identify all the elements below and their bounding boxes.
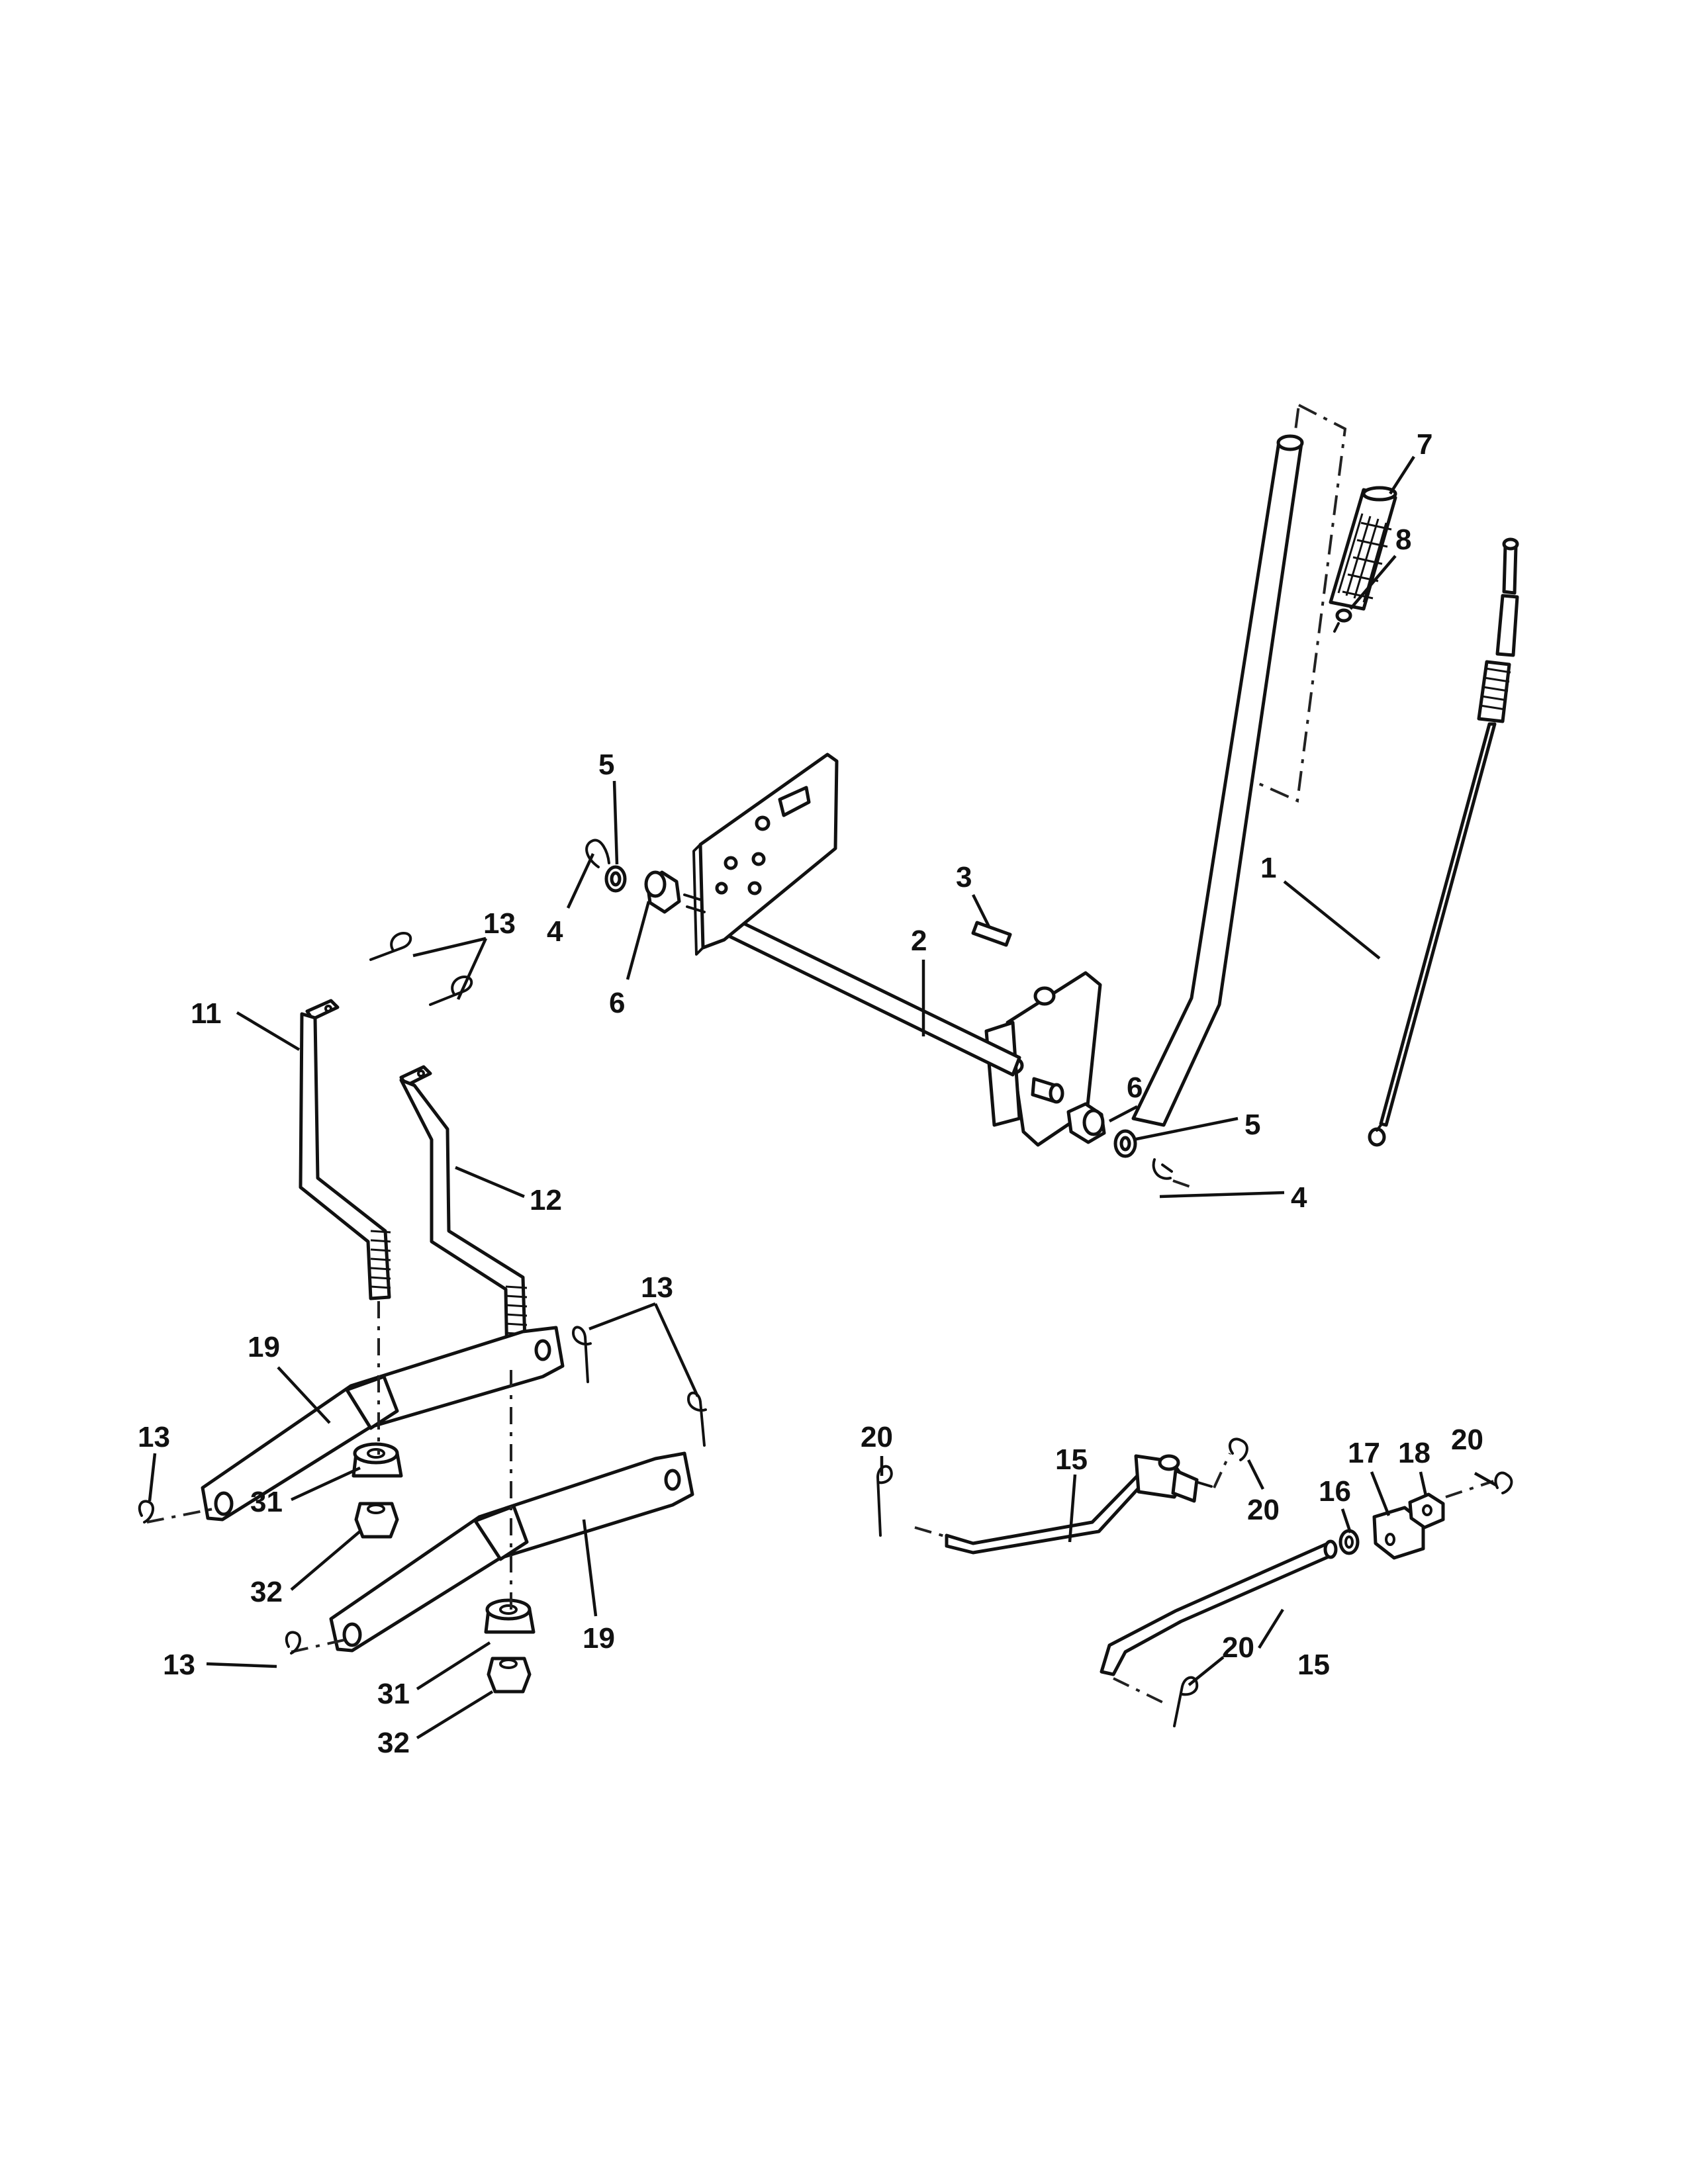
lift-knob-rod <box>1368 537 1519 1147</box>
hairpin-arm-1 <box>572 1326 592 1383</box>
axis-rod-upper <box>914 1526 947 1538</box>
lift-arm-lower <box>329 1451 694 1653</box>
lift-rod-lower <box>1100 1539 1338 1676</box>
callout-17: 17 <box>1348 1437 1380 1469</box>
callout-20-mid: 20 <box>1247 1494 1280 1526</box>
callout-32-upper: 32 <box>250 1576 283 1608</box>
shaft-stub-right <box>1031 1077 1064 1104</box>
callout-13-left: 13 <box>138 1421 170 1453</box>
callout-15-lower: 15 <box>1297 1649 1330 1681</box>
callout-8: 8 <box>1395 523 1411 556</box>
bushing-left <box>644 870 681 914</box>
axis-rod-lower <box>1113 1677 1163 1704</box>
handle-grip <box>1329 486 1397 611</box>
callouts: 1 2 3 4 4 5 5 6 6 7 8 11 12 13 13 13 13 … <box>138 428 1483 1759</box>
hairpin-trunnion <box>1494 1471 1513 1494</box>
leader-lines <box>148 455 1497 1739</box>
callout-6-right: 6 <box>1127 1071 1143 1104</box>
hairpin-rod-upper <box>1228 1437 1248 1461</box>
hairpin-upper-2 <box>429 976 473 1006</box>
callout-1: 1 <box>1260 852 1276 884</box>
callout-13-top: 13 <box>483 907 516 940</box>
callout-18: 18 <box>1398 1437 1430 1469</box>
callout-2: 2 <box>911 925 927 957</box>
washer-left <box>604 865 627 893</box>
lift-arm-upper <box>201 1326 565 1522</box>
roll-pin <box>971 921 1012 947</box>
callout-20-left: 20 <box>861 1421 893 1453</box>
callout-7: 7 <box>1417 428 1432 461</box>
callout-31-lower: 31 <box>377 1678 410 1710</box>
lift-handle <box>1131 434 1304 1127</box>
callout-20-right: 20 <box>1451 1424 1483 1456</box>
callout-3: 3 <box>956 861 972 893</box>
washer-right <box>1113 1129 1137 1158</box>
callout-15-upper: 15 <box>1055 1443 1088 1476</box>
trunnion-block-17 <box>1372 1506 1425 1560</box>
callout-13-bottom: 13 <box>163 1649 195 1681</box>
lift-link-11 <box>299 999 391 1300</box>
lift-shaft <box>709 909 1021 1077</box>
cotter-pin-rod-upper <box>876 1465 893 1537</box>
hairpin-end-upper <box>138 1500 155 1524</box>
centerline-arm-upper <box>146 1508 214 1524</box>
callout-32-lower: 32 <box>377 1727 410 1759</box>
callout-31-upper: 31 <box>250 1486 283 1518</box>
nut-upper <box>354 1502 399 1539</box>
nut-lower <box>487 1657 532 1694</box>
spacer-lower <box>484 1598 536 1634</box>
hairpin-arm-2 <box>687 1391 707 1447</box>
shaft-end-left <box>683 893 706 913</box>
callout-19-upper: 19 <box>248 1331 280 1363</box>
callout-12: 12 <box>530 1184 562 1216</box>
axis-rod-upper-end <box>1213 1453 1231 1488</box>
hairpin-end-lower <box>285 1631 302 1655</box>
axis-line-right <box>1172 1179 1196 1190</box>
bushing-right <box>1066 1102 1106 1144</box>
callout-19-lower: 19 <box>583 1622 615 1655</box>
hairpin-upper-1 <box>369 932 412 961</box>
nut-18 <box>1408 1492 1445 1529</box>
callout-20-lower: 20 <box>1222 1631 1254 1664</box>
callout-16: 16 <box>1319 1475 1351 1508</box>
callout-11: 11 <box>191 997 222 1030</box>
callout-4-left: 4 <box>547 915 563 948</box>
e-clip-right <box>1152 1158 1173 1180</box>
lift-rod-upper <box>945 1454 1213 1555</box>
grip-ferrule <box>1333 608 1352 633</box>
washer-16 <box>1338 1529 1360 1555</box>
lift-link-12 <box>399 1065 528 1365</box>
callout-13-mid: 13 <box>641 1271 673 1304</box>
cotter-pin-rod-lower <box>1173 1676 1199 1727</box>
spacer-upper <box>352 1442 403 1478</box>
centerline-arm-lower <box>291 1639 345 1653</box>
axis-trunnion <box>1445 1480 1494 1498</box>
mounting-plate <box>692 752 839 956</box>
callout-4-right: 4 <box>1291 1181 1307 1214</box>
callout-5-left: 5 <box>598 749 614 781</box>
callout-6-left: 6 <box>609 987 625 1019</box>
callout-5-right: 5 <box>1244 1109 1260 1141</box>
